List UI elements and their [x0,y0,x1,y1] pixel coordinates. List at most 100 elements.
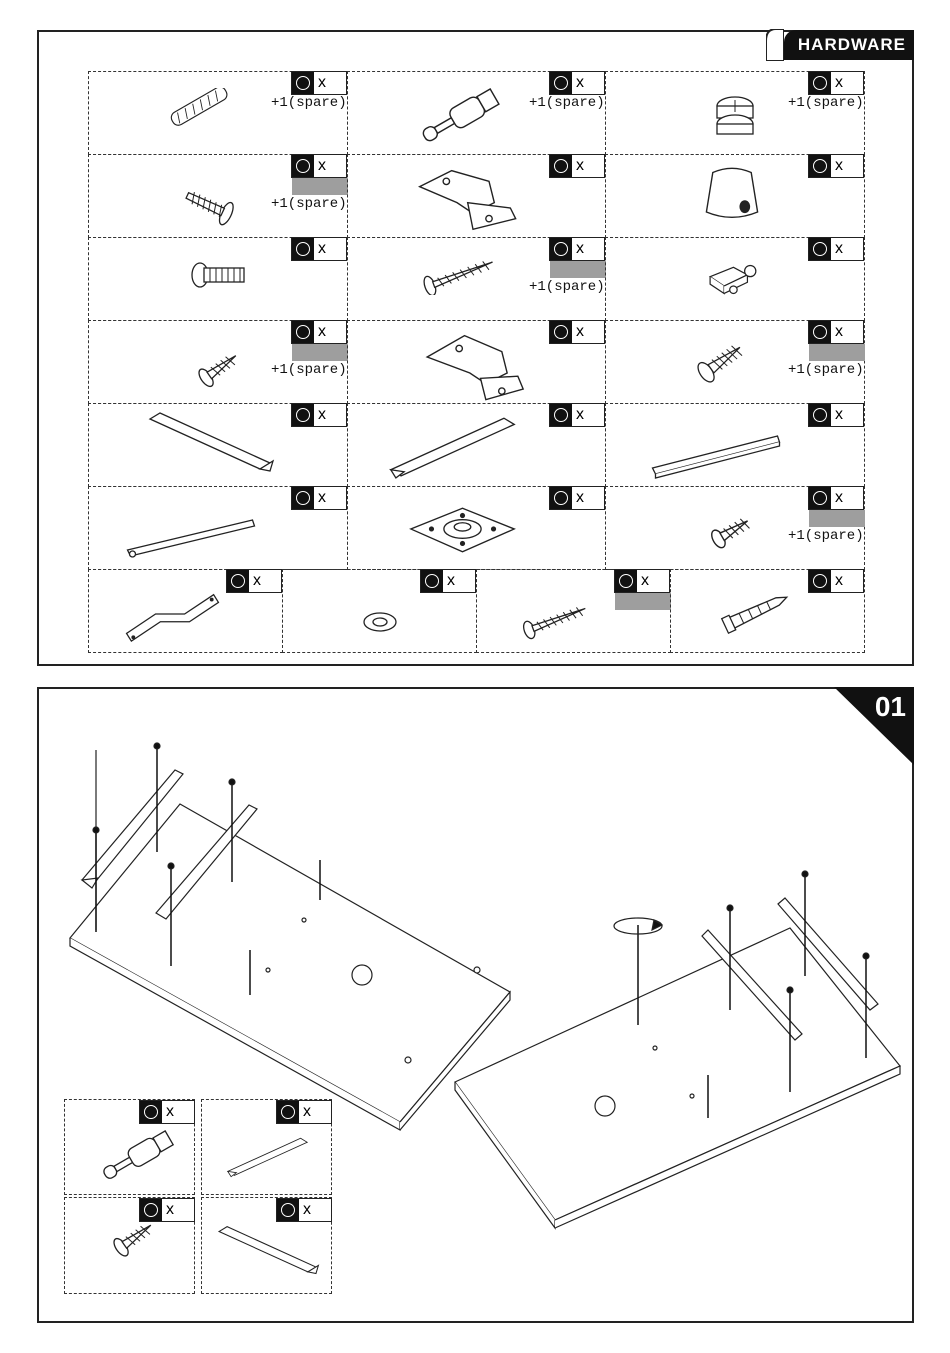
blank-count-box [809,510,865,527]
quantity-marker: x [831,72,863,94]
quantity-circle-icon [292,487,314,509]
quantity-circle-icon [550,238,572,260]
cam-bolt-icon [415,88,505,148]
quantity-box: x [549,320,605,344]
drawer-rail-left-icon [145,410,275,480]
quantity-marker: x [314,72,346,94]
quantity-marker: x [314,238,346,260]
quantity-circle-icon [809,404,831,426]
quantity-marker: x [831,404,863,426]
quantity-circle-icon [292,404,314,426]
quantity-marker: x [314,321,346,343]
quantity-marker: x [443,570,475,592]
long-screw-icon [420,255,500,295]
wooden-dowel-icon [165,88,235,136]
quantity-box: x [808,71,864,95]
quantity-circle-icon [550,155,572,177]
drawer-rail-right-icon [385,410,520,480]
quantity-box: x [808,237,864,261]
quantity-circle-icon [140,1199,162,1221]
quantity-circle-icon [292,321,314,343]
quantity-box: x [614,569,670,593]
quantity-circle-icon [809,570,831,592]
shelf-clip-icon [705,258,760,300]
cam-bolt-icon [95,1130,180,1185]
quantity-marker: x [572,404,604,426]
quantity-box: x [139,1100,195,1124]
quantity-marker: x [162,1101,194,1123]
quantity-box: x [139,1198,195,1222]
quantity-box: x [549,486,605,510]
quantity-box: x [291,320,347,344]
knob-icon [700,164,764,228]
quantity-box: x [291,71,347,95]
quantity-marker: x [299,1101,331,1123]
quantity-box: x [291,237,347,261]
quantity-marker: x [831,321,863,343]
quantity-circle-icon [227,570,249,592]
quantity-circle-icon [809,72,831,94]
quantity-box: x [291,154,347,178]
spare-label: +1(spare) [529,95,605,111]
cam-lock-icon [705,88,765,143]
spare-label: +1(spare) [788,528,864,544]
spare-label: +1(spare) [271,95,347,111]
quantity-box: x [808,154,864,178]
quantity-marker: x [314,487,346,509]
blank-count-box [292,178,348,195]
small-screw-icon [195,348,245,388]
quantity-circle-icon [292,155,314,177]
quantity-box: x [808,569,864,593]
quantity-circle-icon [615,570,637,592]
quantity-box: x [276,1100,332,1124]
blank-count-box [615,593,671,610]
quantity-box: x [808,403,864,427]
quantity-marker: x [637,570,669,592]
quantity-box: x [549,403,605,427]
tab-curve [766,29,784,61]
quantity-circle-icon [550,487,572,509]
blank-count-box [809,344,865,361]
quantity-circle-icon [550,72,572,94]
short-screw-icon [180,186,240,226]
quantity-box: x [291,403,347,427]
spare-label: +1(spare) [788,362,864,378]
hardware-tab: HARDWARE [766,30,914,60]
quantity-marker: x [572,238,604,260]
quantity-circle-icon [550,404,572,426]
medium-screw-icon [695,340,750,390]
wall-anchor-icon [720,592,795,637]
quantity-circle-icon [421,570,443,592]
quantity-circle-icon [277,1199,299,1221]
quantity-circle-icon [277,1101,299,1123]
hinge-icon [405,160,525,240]
blank-count-box [292,344,348,361]
hinge-plate-icon [410,325,535,405]
spare-label: +1(spare) [788,95,864,111]
quantity-marker: x [249,570,281,592]
tiny-screw-icon [710,510,755,555]
quantity-marker: x [572,72,604,94]
quantity-circle-icon [140,1101,162,1123]
wall-screw-icon [520,600,595,640]
quantity-circle-icon [809,321,831,343]
spare-label: +1(spare) [271,196,347,212]
quantity-marker: x [314,404,346,426]
drawer-rail-right-icon [215,1133,320,1178]
quantity-circle-icon [809,238,831,260]
step-number: 01 [875,691,906,723]
quantity-circle-icon [550,321,572,343]
quantity-marker: x [572,155,604,177]
quantity-box: x [420,569,476,593]
quantity-marker: x [831,570,863,592]
quantity-box: x [808,320,864,344]
quantity-circle-icon [809,487,831,509]
quantity-marker: x [831,238,863,260]
quantity-box: x [276,1198,332,1222]
z-bracket-icon [120,585,225,645]
quantity-marker: x [831,487,863,509]
quantity-circle-icon [292,72,314,94]
quantity-circle-icon [809,155,831,177]
quantity-box: x [549,71,605,95]
quantity-marker: x [831,155,863,177]
